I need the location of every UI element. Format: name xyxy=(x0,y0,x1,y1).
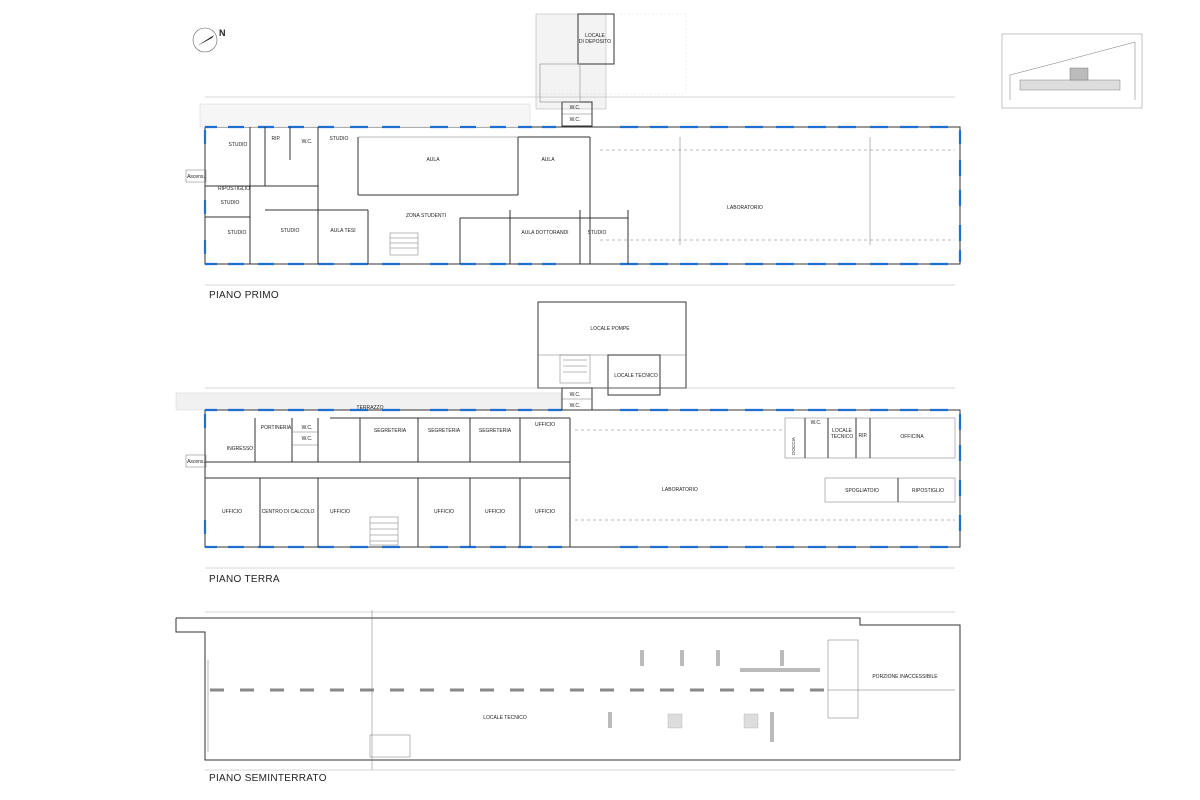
room-wc: W.C. xyxy=(570,392,581,398)
plan-seminterrato: LOCALE TECNICO PORZIONE INACCESSIBILE xyxy=(175,610,961,771)
room-aula-203: AULA xyxy=(426,157,440,163)
room-segreteria: SEGRETERIA xyxy=(374,428,407,434)
room-locale-pompe: LOCALE POMPE xyxy=(590,326,630,332)
room-wc: W.C. xyxy=(811,420,822,426)
room-doccia: DOCCIA xyxy=(791,437,796,455)
room-porzione-inaccessibile: PORZIONE INACCESSIBILE xyxy=(872,674,938,680)
room-wc: W.C. xyxy=(302,139,313,145)
room-ufficio: UFFICIO xyxy=(485,509,505,515)
room-ripostiglio: RIPOSTIGLIO xyxy=(912,488,944,494)
room-ufficio: UFFICIO xyxy=(330,509,350,515)
room-wc: W.C. xyxy=(302,436,313,442)
room-studio-210: STUDIO xyxy=(228,230,247,236)
room-rip: RIP. xyxy=(858,433,867,439)
room-aula-204: AULA xyxy=(541,157,555,163)
floor-title-primo: PIANO PRIMO xyxy=(209,290,279,301)
room-segreteria: SEGRETERIA xyxy=(479,428,512,434)
room-studio-205: STUDIO xyxy=(588,230,607,236)
room-terrazzo: TERRAZZO xyxy=(357,405,384,411)
room-aula-dottorandi: AULA DOTTORANDI xyxy=(521,230,568,236)
room-ufficio: UFFICIO xyxy=(222,509,242,515)
room-studio-209: STUDIO xyxy=(281,228,300,234)
room-locale-tecnico: LOCALE TECNICO xyxy=(483,715,527,721)
room-ufficio: UFFICIO xyxy=(434,509,454,515)
north-label: N xyxy=(219,28,226,38)
room-ripostiglio: RIPOSTIGLIO xyxy=(218,186,250,192)
room-studio: STUDIO xyxy=(330,136,349,142)
room-officina: OFFICINA xyxy=(900,434,924,440)
room-portineria: PORTINERIA xyxy=(261,425,292,431)
key-plan xyxy=(1001,33,1143,109)
room-wc: W.C. xyxy=(570,117,581,123)
room-segreteria: SEGRETERIA xyxy=(428,428,461,434)
room-wc: W.C. xyxy=(570,105,581,111)
room-centro-calcolo: CENTRO DI CALCOLO xyxy=(262,509,315,515)
room-aula-tesi: AULA TESI xyxy=(330,228,355,234)
room-wc: W.C. xyxy=(570,403,581,409)
room-studio-212: STUDIO xyxy=(229,142,248,148)
room-laboratorio: LABORATORIO xyxy=(727,205,763,211)
room-laboratorio: LABORATORIO xyxy=(662,487,698,493)
room-studio-211: STUDIO xyxy=(221,200,240,206)
room-ufficio: UFFICIO xyxy=(535,422,555,428)
room-ufficio: UFFICIO xyxy=(535,509,555,515)
room-locale-tecnico: LOCALE TECNICO xyxy=(614,373,658,379)
room-rip: RIP. xyxy=(271,136,280,142)
room-ascensore: Ascens. xyxy=(187,174,205,180)
plan-terra: LOCALE POMPE LOCALE TECNICO W.C. W.C. TE… xyxy=(175,301,962,569)
room-ingresso: INGRESSO xyxy=(227,446,254,452)
floor-title-terra: PIANO TERRA xyxy=(209,574,280,585)
floor-title-seminterrato: PIANO SEMINTERRATO xyxy=(209,773,327,784)
north-arrow-icon: N xyxy=(192,27,226,53)
room-ascensore: Ascens. xyxy=(187,459,205,465)
room-zona-studenti: ZONA STUDENTI xyxy=(406,213,446,219)
room-spogliatoio: SPOGLIATOIO xyxy=(845,488,879,494)
room-wc: W.C. xyxy=(302,425,313,431)
